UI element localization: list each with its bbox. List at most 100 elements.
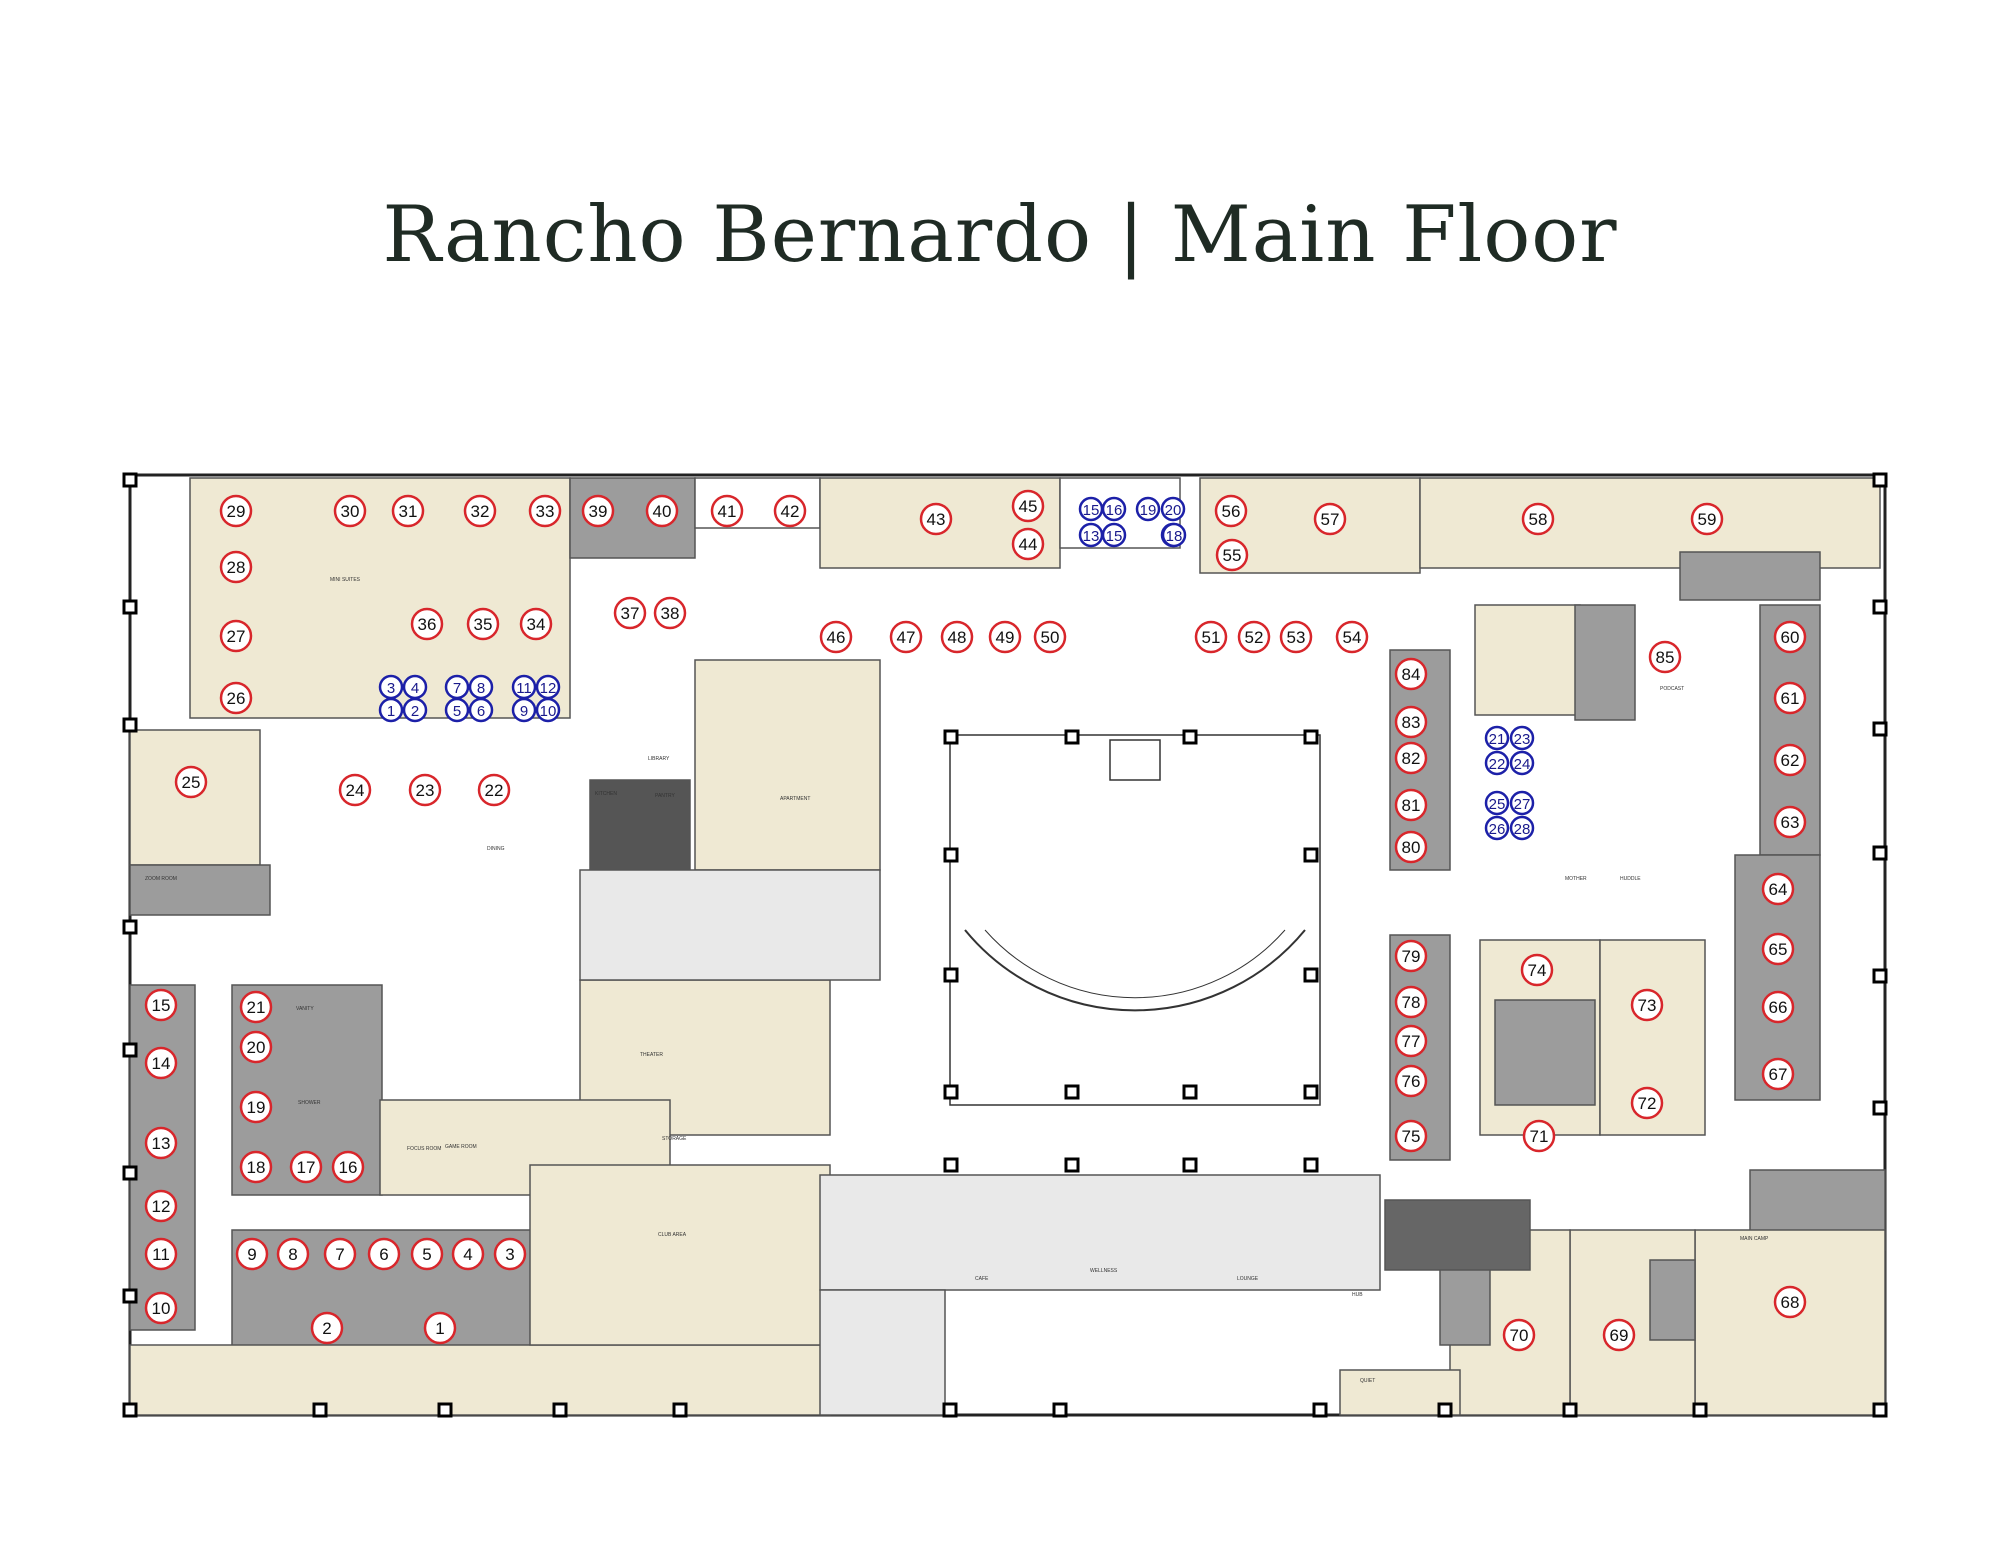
office-marker-55: 55 [1215, 538, 1249, 572]
office-marker-23: 23 [408, 773, 442, 807]
svg-text:79: 79 [1402, 947, 1421, 966]
office-marker-13: 13 [144, 1126, 178, 1160]
desk-marker-26: 26 [1484, 815, 1510, 841]
room-label-pantry: PANTRY [655, 793, 675, 799]
desk-marker-18: 18 [1161, 522, 1187, 548]
svg-text:1: 1 [387, 703, 395, 720]
office-marker-52: 52 [1237, 620, 1271, 654]
office-marker-25: 25 [174, 765, 208, 799]
room-label-wellness: WELLNESS [1090, 1268, 1118, 1274]
office-marker-79: 79 [1394, 939, 1428, 973]
svg-text:71: 71 [1530, 1127, 1549, 1146]
office-marker-36: 36 [410, 607, 444, 641]
svg-text:76: 76 [1402, 1072, 1421, 1091]
svg-text:33: 33 [536, 502, 555, 521]
svg-text:12: 12 [540, 680, 557, 697]
svg-text:52: 52 [1245, 628, 1264, 647]
svg-text:25: 25 [1489, 796, 1506, 813]
office-marker-76: 76 [1394, 1064, 1428, 1098]
desk-marker-20: 20 [1160, 496, 1186, 522]
desk-marker-7: 7 [444, 674, 470, 700]
column-square [1064, 1157, 1080, 1173]
office-marker-26: 26 [219, 681, 253, 715]
svg-text:69: 69 [1610, 1326, 1629, 1345]
room-label-lounge: LOUNGE [1237, 1276, 1259, 1282]
svg-text:60: 60 [1781, 628, 1800, 647]
office-marker-78: 78 [1394, 985, 1428, 1019]
column-square [1872, 845, 1888, 861]
svg-text:70: 70 [1510, 1326, 1529, 1345]
column-square [1303, 1084, 1319, 1100]
office-marker-65: 65 [1761, 932, 1795, 966]
column-square [942, 1402, 958, 1418]
room-label-apartment: APARTMENT [780, 796, 810, 802]
office-marker-68: 68 [1773, 1285, 1807, 1319]
column-square [122, 472, 138, 488]
column-square [1872, 1100, 1888, 1116]
svg-text:63: 63 [1781, 813, 1800, 832]
svg-text:7: 7 [335, 1245, 344, 1264]
office-marker-74: 74 [1520, 953, 1554, 987]
svg-text:61: 61 [1781, 689, 1800, 708]
svg-text:21: 21 [1489, 731, 1506, 748]
svg-text:46: 46 [827, 628, 846, 647]
desk-marker-3: 3 [378, 674, 404, 700]
desk-markers: 1234567891011121315161517192018212322242… [378, 496, 1535, 841]
office-marker-21: 21 [239, 990, 273, 1024]
svg-text:64: 64 [1769, 880, 1788, 899]
column-square [1872, 721, 1888, 737]
svg-text:48: 48 [948, 628, 967, 647]
svg-text:40: 40 [653, 502, 672, 521]
office-marker-62: 62 [1773, 743, 1807, 777]
svg-text:27: 27 [1514, 796, 1531, 813]
office-marker-50: 50 [1033, 620, 1067, 654]
svg-text:74: 74 [1528, 961, 1547, 980]
room-label-game-room: GAME ROOM [445, 1144, 477, 1150]
room-zones [129, 477, 1886, 1416]
desk-marker-6: 6 [468, 697, 494, 723]
office-marker-57: 57 [1313, 502, 1347, 536]
svg-text:2: 2 [322, 1319, 331, 1338]
structural-columns [122, 472, 1888, 1418]
office-marker-3: 3 [493, 1237, 527, 1271]
office-marker-41: 41 [710, 494, 744, 528]
column-square [943, 967, 959, 983]
office-marker-28: 28 [219, 550, 253, 584]
column-square [1182, 1157, 1198, 1173]
room-label-kitchen: KITCHEN [595, 791, 617, 797]
column-square [943, 847, 959, 863]
svg-text:44: 44 [1019, 535, 1038, 554]
desk-marker-5: 5 [444, 697, 470, 723]
column-square [312, 1402, 328, 1418]
office-marker-46: 46 [819, 620, 853, 654]
svg-text:8: 8 [288, 1245, 297, 1264]
column-square [672, 1402, 688, 1418]
office-marker-61: 61 [1773, 681, 1807, 715]
svg-text:68: 68 [1781, 1293, 1800, 1312]
svg-text:5: 5 [422, 1245, 431, 1264]
office-markers: 1234567891011121314151617181920212223242… [144, 489, 1807, 1352]
svg-text:25: 25 [182, 773, 201, 792]
room-label-main-camp: MAIN CAMP [1740, 1236, 1769, 1242]
svg-text:9: 9 [520, 703, 528, 720]
office-marker-15: 15 [144, 988, 178, 1022]
svg-text:13: 13 [152, 1134, 171, 1153]
office-marker-16: 16 [331, 1150, 365, 1184]
svg-text:36: 36 [418, 615, 437, 634]
svg-text:28: 28 [1514, 821, 1531, 838]
office-marker-11: 11 [144, 1237, 178, 1271]
svg-text:38: 38 [661, 604, 680, 623]
column-square [1872, 472, 1888, 488]
desk-marker-12: 12 [535, 674, 561, 700]
svg-text:18: 18 [1166, 528, 1183, 545]
svg-text:81: 81 [1402, 796, 1421, 815]
office-marker-31: 31 [391, 494, 425, 528]
office-marker-77: 77 [1394, 1024, 1428, 1058]
office-marker-39: 39 [581, 494, 615, 528]
page-title: Rancho Bernardo | Main Floor [382, 190, 1618, 280]
room-label-huddle: HUDDLE [1620, 876, 1641, 882]
svg-text:59: 59 [1698, 510, 1717, 529]
svg-text:27: 27 [227, 627, 246, 646]
office-marker-2: 2 [310, 1311, 344, 1345]
office-marker-48: 48 [940, 620, 974, 654]
